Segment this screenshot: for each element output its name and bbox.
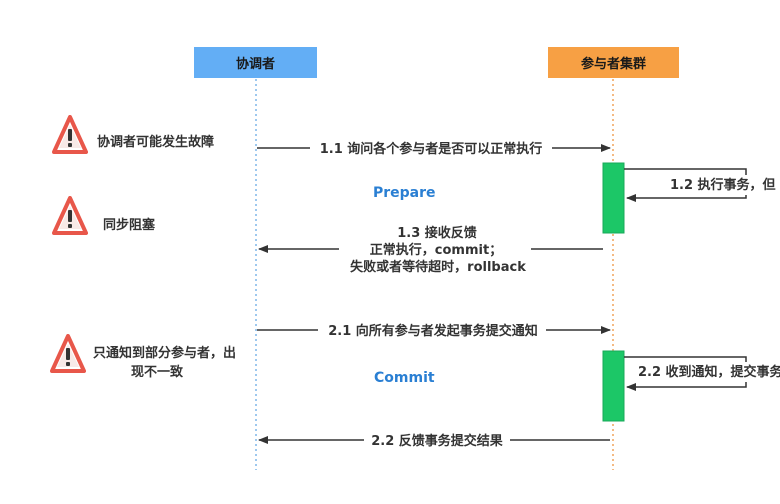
warning-text-inconsistency: 只通知到部分参与者，出 现不一致 xyxy=(93,346,237,380)
message-1-3-label-line1: 1.3 接收反馈 xyxy=(397,225,477,241)
message-1-3-label-line2: 正常执行，commit； xyxy=(370,242,502,258)
activation-bar-prepare xyxy=(602,162,625,234)
warning-icon xyxy=(52,196,88,240)
warning-icon xyxy=(52,115,88,159)
warning-icon xyxy=(50,334,86,378)
phase-label-commit: Commit xyxy=(374,370,435,386)
message-1-2-label: 1.2 执行事务，但 xyxy=(670,177,776,193)
activation-bar-commit xyxy=(602,350,625,422)
warning-text-sync-blocking: 同步阻塞 xyxy=(103,218,156,233)
warning-text-coordinator-failure: 协调者可能发生故障 xyxy=(97,135,215,150)
message-1-3-label-line3: 失败或者等待超时，rollback xyxy=(350,259,526,275)
message-2-2-return-label: 2.2 反馈事务提交结果 xyxy=(371,433,503,449)
message-2-2-self-label: 2.2 收到通知，提交事务 xyxy=(638,364,780,380)
message-1-1-label: 1.1 询问各个参与者是否可以正常执行 xyxy=(320,141,543,157)
coordinator-lifeline-box: 协调者 xyxy=(194,47,317,78)
phase-label-prepare: Prepare xyxy=(373,185,436,201)
participants-lifeline-box: 参与者集群 xyxy=(548,47,679,78)
coordinator-label: 协调者 xyxy=(235,57,275,72)
message-2-1-label: 2.1 向所有参与者发起事务提交通知 xyxy=(328,323,538,339)
participants-label: 参与者集群 xyxy=(580,57,646,72)
